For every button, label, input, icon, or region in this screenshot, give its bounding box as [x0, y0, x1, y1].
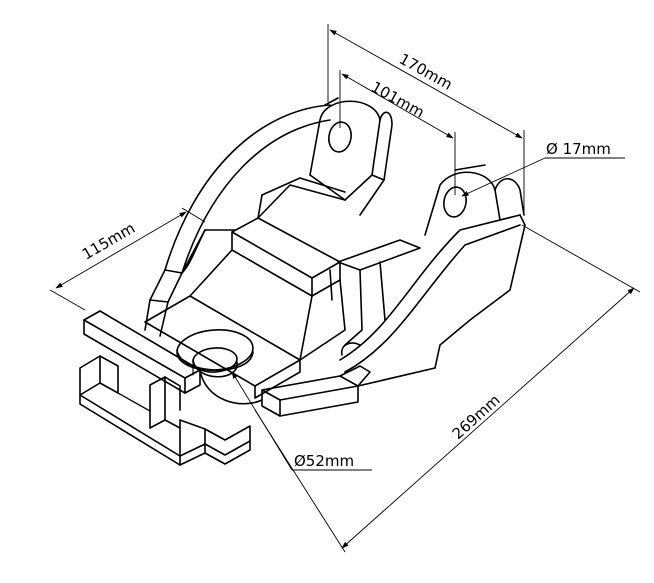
dim-pin-hole-label: Ø 17mm: [546, 140, 611, 158]
dim-101: 101mm: [339, 70, 456, 195]
part-outline: [79, 97, 526, 466]
dim-101-label: 101mm: [368, 78, 427, 122]
center-body: [189, 177, 346, 361]
dim-269: 269mm: [254, 224, 641, 553]
left-lug: [309, 97, 393, 216]
front-left-block: [83, 310, 201, 394]
dim-pin-hole: Ø 17mm: [461, 140, 625, 197]
left-side-frame: [144, 104, 331, 337]
base-plate: [79, 355, 251, 466]
dimension-annotations: 170mm 101mm Ø 17mm 115mm 269mm: [49, 24, 641, 553]
right-lug: [424, 164, 525, 236]
dim-115: 115mm: [49, 207, 206, 311]
dim-269-label: 269mm: [449, 391, 504, 443]
dim-170: 170mm: [327, 24, 525, 212]
dim-base-hole-label: Ø52mm: [294, 452, 354, 470]
right-side-frame: [337, 214, 526, 387]
dim-base-hole: Ø52mm: [231, 371, 372, 471]
